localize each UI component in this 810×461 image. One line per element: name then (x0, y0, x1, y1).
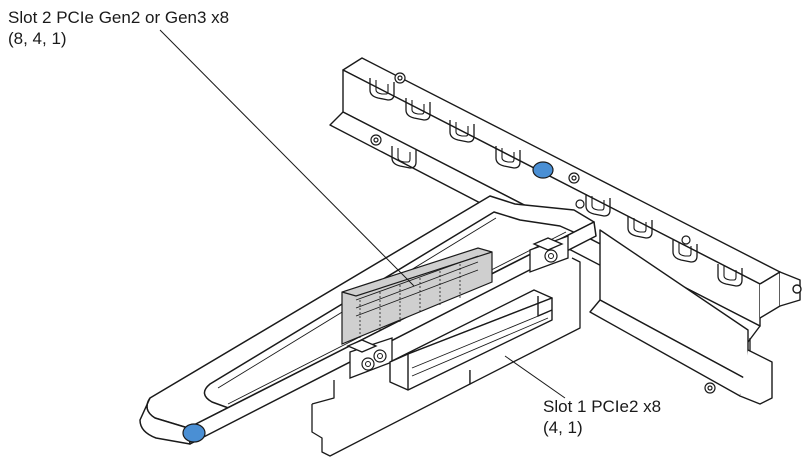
slot-2-widths: (8, 4, 1) (8, 29, 67, 48)
slot-2-leader-line (159, 29, 415, 287)
screw-icon (361, 357, 375, 371)
screw-icon (544, 249, 558, 263)
screw-icon (373, 349, 387, 363)
side-bracket (589, 229, 773, 405)
slot-1-label: Slot 1 PCIe2 x8 (543, 397, 662, 416)
blue-touch-point-tray (182, 423, 206, 443)
slot-1-connector (389, 289, 553, 391)
slot-2-callout: Slot 2 PCIe Gen2 or Gen3 x8 (8, 4, 1) (8, 7, 229, 49)
slot-1-leader-line (504, 355, 566, 399)
callout-leaders (159, 29, 566, 399)
blue-touch-point-rear (532, 161, 554, 179)
slot-2-label: Slot 2 PCIe Gen2 or Gen3 x8 (8, 8, 230, 27)
bracket-holes (370, 72, 716, 394)
slot-1-callout: Slot 1 PCIe2 x8 (4, 1) (543, 396, 661, 438)
slot-1-widths: (4, 1) (543, 418, 583, 437)
slot-2-connector (341, 247, 493, 345)
